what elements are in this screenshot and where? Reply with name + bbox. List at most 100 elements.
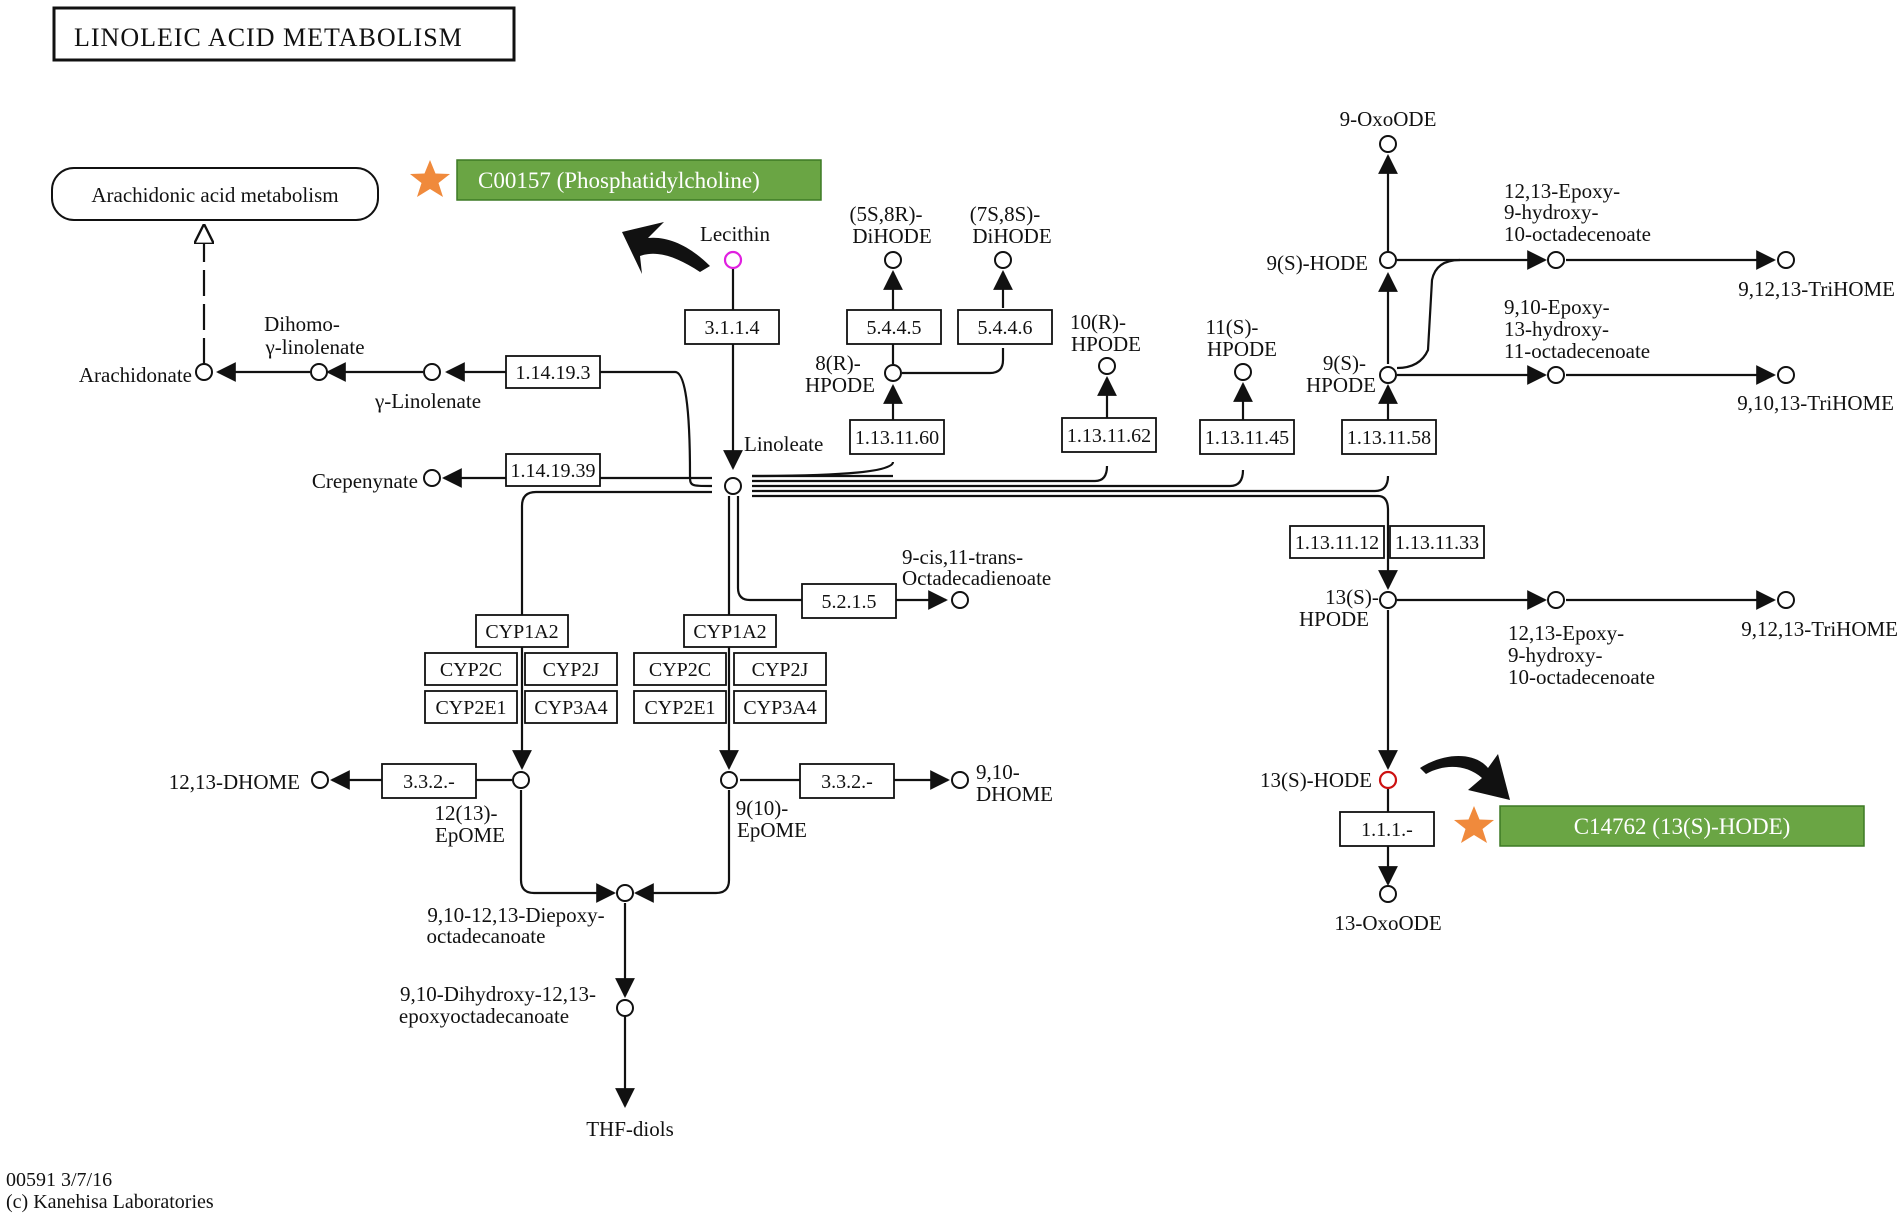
enzyme-box[interactable]: CYP2E1 <box>424 690 518 724</box>
compound-node[interactable] <box>423 469 441 487</box>
compound-node[interactable] <box>994 251 1012 269</box>
enzyme-box[interactable]: CYP3A4 <box>524 690 618 724</box>
compound-node[interactable] <box>723 250 743 270</box>
compound-label: 9(S)-HODE <box>1267 251 1368 275</box>
enzyme-box[interactable]: CYP1A2 <box>683 614 777 648</box>
enzyme-box[interactable]: 5.4.4.5 <box>846 309 942 345</box>
compound-node[interactable] <box>720 771 738 789</box>
compound-label: 12(13)- <box>435 801 498 825</box>
enzyme-box[interactable]: 3.3.2.- <box>381 763 477 799</box>
compound-node[interactable] <box>1547 591 1565 609</box>
compound-label: 10-octadecenoate <box>1508 665 1655 689</box>
compound-node[interactable] <box>1379 135 1397 153</box>
compound-node[interactable] <box>1547 251 1565 269</box>
enzyme-box[interactable]: 1.13.11.12 <box>1289 525 1385 559</box>
compound-label: 9,10-Epoxy- <box>1504 295 1610 319</box>
compound-label: Lecithin <box>700 222 770 246</box>
compound-label: octadecanoate <box>427 924 546 948</box>
enzyme-box[interactable]: 1.13.11.45 <box>1199 419 1295 455</box>
compound-nodes <box>195 135 1795 1017</box>
compound-node[interactable] <box>423 363 441 381</box>
highlight-hode[interactable]: C14762 (13(S)-HODE) <box>1454 805 1865 847</box>
enzyme-label: 1.13.11.60 <box>855 427 939 449</box>
curved-arrow-icon <box>622 222 710 274</box>
compound-label: 9,10- <box>976 760 1020 784</box>
compound-node[interactable] <box>1379 885 1397 903</box>
enzyme-label: 1.13.11.45 <box>1205 427 1289 449</box>
enzyme-label: 5.4.4.6 <box>978 317 1033 339</box>
compound-label: γ-linolenate <box>264 335 364 359</box>
enzyme-box[interactable]: CYP2C <box>633 652 727 686</box>
enzyme-box[interactable]: 1.13.11.62 <box>1061 417 1157 453</box>
compound-node[interactable] <box>1378 770 1398 790</box>
compound-label: Arachidonate <box>79 363 192 387</box>
compound-label: HPODE <box>1071 332 1141 356</box>
compound-label: 12,13-Epoxy- <box>1508 621 1624 645</box>
compound-node[interactable] <box>1777 366 1795 384</box>
compound-label: 9(10)- <box>736 796 788 820</box>
compound-label: HPODE <box>1306 373 1376 397</box>
compound-node[interactable] <box>951 591 969 609</box>
compound-label: 11-octadecenoate <box>1504 339 1650 363</box>
compound-label: 12,13-DHOME <box>169 770 300 794</box>
enzyme-box[interactable]: 3.3.2.- <box>799 763 895 799</box>
compound-label: 9,10-Dihydroxy-12,13- <box>400 982 596 1006</box>
enzyme-box[interactable]: CYP3A4 <box>733 690 827 724</box>
enzyme-box[interactable]: 5.4.4.6 <box>957 309 1053 345</box>
compound-node[interactable] <box>884 251 902 269</box>
enzyme-box[interactable]: 1.1.1.- <box>1339 811 1435 847</box>
compound-node[interactable] <box>311 771 329 789</box>
compound-node[interactable] <box>616 999 634 1017</box>
highlight-phosphatidylcholine[interactable]: C00157 (Phosphatidylcholine) <box>410 159 822 201</box>
compound-label: 9-cis,11-trans- <box>902 545 1023 569</box>
compound-label: 13(S)-HODE <box>1260 768 1372 792</box>
compound-label: 13-OxoODE <box>1334 911 1441 935</box>
enzyme-label: CYP3A4 <box>534 697 607 719</box>
compound-node[interactable] <box>1379 251 1397 269</box>
compound-node[interactable] <box>310 363 328 381</box>
pathway-link-arachidonic[interactable]: Arachidonic acid metabolism <box>51 167 379 221</box>
compound-label: 9-hydroxy- <box>1504 200 1598 224</box>
compound-label: 13-hydroxy- <box>1504 317 1609 341</box>
compound-node[interactable] <box>1777 251 1795 269</box>
enzyme-box[interactable]: 3.1.1.4 <box>684 309 780 345</box>
compound-node[interactable] <box>1777 591 1795 609</box>
enzyme-box[interactable]: 1.14.19.39 <box>505 453 601 487</box>
enzyme-box[interactable]: 1.13.11.60 <box>849 419 945 455</box>
enzyme-label: 3.3.2.- <box>821 771 873 793</box>
compound-node[interactable] <box>1379 591 1397 609</box>
compound-node[interactable] <box>616 884 634 902</box>
enzyme-box[interactable]: CYP2J <box>733 652 827 686</box>
compound-node[interactable] <box>1547 366 1565 384</box>
compound-label: 13(S)- <box>1325 585 1379 609</box>
compound-node[interactable] <box>724 477 742 495</box>
compound-label: (7S,8S)- <box>970 202 1041 226</box>
compound-label: 9,12,13-TriHOME <box>1738 277 1895 301</box>
compound-node[interactable] <box>951 771 969 789</box>
compound-label: HPODE <box>1299 607 1369 631</box>
enzyme-box[interactable]: CYP2E1 <box>633 690 727 724</box>
enzyme-box[interactable]: CYP1A2 <box>475 614 569 648</box>
enzyme-box[interactable]: 5.2.1.5 <box>801 583 897 619</box>
compound-node[interactable] <box>1234 363 1252 381</box>
star-icon <box>410 160 450 197</box>
compound-node[interactable] <box>512 771 530 789</box>
compound-node[interactable] <box>195 363 213 381</box>
compound-node[interactable] <box>1379 366 1397 384</box>
enzyme-box[interactable]: 1.13.11.33 <box>1389 525 1485 559</box>
enzyme-label: 5.2.1.5 <box>822 591 877 613</box>
enzyme-box[interactable]: 1.14.19.3 <box>505 355 601 389</box>
compound-label: DHOME <box>976 782 1053 806</box>
compound-label: 8(R)- <box>815 351 861 375</box>
enzyme-label: CYP2J <box>543 659 600 681</box>
compound-node[interactable] <box>884 364 902 382</box>
enzyme-box[interactable]: 1.13.11.58 <box>1341 419 1437 455</box>
enzyme-label: CYP2C <box>440 659 502 681</box>
compound-label: 11(S)- <box>1206 315 1259 339</box>
compound-node[interactable] <box>1098 357 1116 375</box>
enzyme-box[interactable]: CYP2C <box>424 652 518 686</box>
enzyme-box[interactable]: CYP2J <box>524 652 618 686</box>
enzyme-label: CYP3A4 <box>743 697 816 719</box>
